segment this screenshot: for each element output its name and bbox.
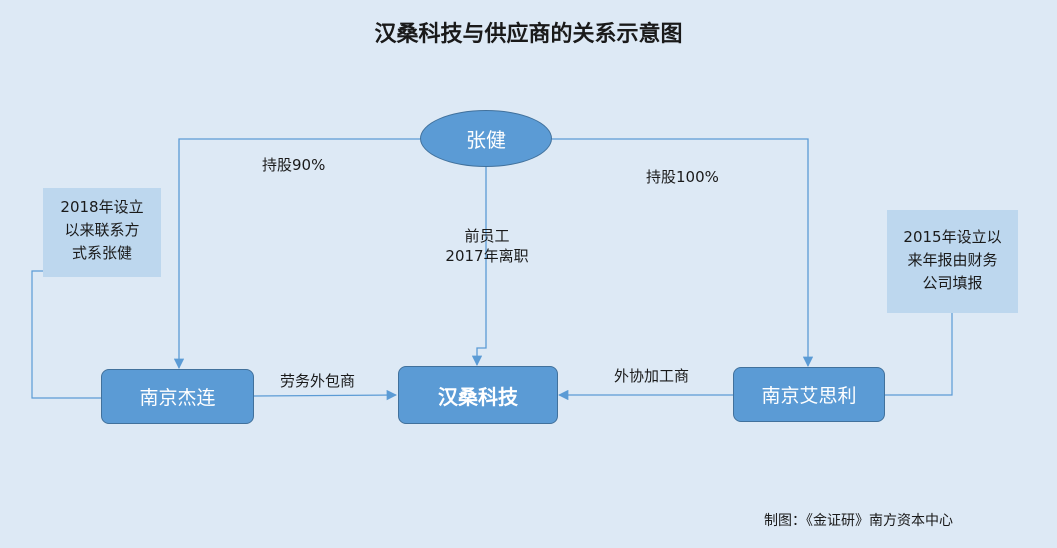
chart-credit: 制图：《金证研》南方资本中心 — [764, 513, 953, 529]
note-aisili-line: 2015年设立以 — [903, 228, 1002, 246]
note-aisili-line: 公司填报 — [922, 274, 983, 292]
callout-right-note — [885, 313, 953, 396]
edge-label-hold-90: 持股90% — [262, 156, 326, 174]
edge-label-hold-100: 持股100% — [646, 168, 719, 186]
edge-label-labor-outsourcer: 劳务外包商 — [280, 372, 356, 390]
note-aisili: 2015年设立以 来年报由财务 公司填报 — [887, 210, 1018, 313]
edge-label-former-employee: 前员工 2017年离职 — [442, 226, 532, 266]
edge-jielian-to-hansang — [253, 389, 398, 401]
note-jielian-line: 式系张健 — [71, 244, 132, 262]
node-nanjing-jielian: 南京杰连 — [101, 369, 254, 424]
edge-label-former-employee-line: 前员工 — [464, 227, 510, 245]
note-jielian-line: 以来联系方 — [64, 221, 140, 239]
node-hansang-tech: 汉桑科技 — [398, 366, 558, 424]
edge-zhangjian-to-jielian — [173, 138, 420, 370]
diagram-title: 汉桑科技与供应商的关系示意图 — [374, 22, 683, 47]
note-aisili-line: 来年报由财务 — [907, 251, 998, 269]
node-zhang-jian: 张健 — [420, 110, 552, 167]
node-nanjing-aisili: 南京艾思利 — [733, 367, 885, 422]
note-jielian-line: 2018年设立 — [60, 198, 144, 216]
edge-zhangjian-to-aisili — [552, 138, 814, 368]
edge-zhangjian-to-hansang — [471, 167, 487, 367]
note-jielian: 2018年设立 以来联系方 式系张健 — [43, 188, 161, 277]
edge-label-former-employee-line: 2017年离职 — [445, 247, 529, 265]
callout-left-note — [31, 270, 101, 399]
edge-label-outsourced-processor: 外协加工商 — [614, 367, 690, 385]
